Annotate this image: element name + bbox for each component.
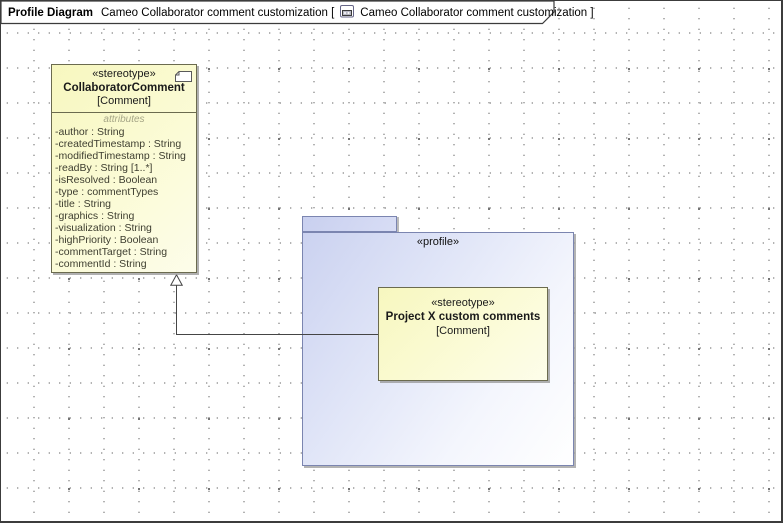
diagram-name-label: Cameo Collaborator comment customization… xyxy=(101,7,335,19)
attributes-compartment: attributes -author : String -createdTime… xyxy=(52,111,196,270)
diagram-type-label: Profile Diagram xyxy=(8,7,93,19)
diagram-ref-label: Cameo Collaborator comment customization… xyxy=(360,7,594,19)
generalization-line-horizontal[interactable] xyxy=(176,334,378,335)
attribute-row: -commentId : String xyxy=(55,257,147,270)
stereotype-label: «stereotype» xyxy=(92,68,156,80)
comment-note-icon xyxy=(175,69,192,87)
attribute-row: -readBy : String [1..*] xyxy=(55,161,153,174)
frame-header-text: Profile Diagram Cameo Collaborator comme… xyxy=(8,5,594,21)
collaborator-comment-header: «stereotype» CollaboratorComment [Commen… xyxy=(52,65,196,109)
attribute-row: -isResolved : Boolean xyxy=(55,173,158,186)
attribute-row: -commentTarget : String xyxy=(55,245,168,258)
project-x-header: «stereotype» Project X custom comments [… xyxy=(379,288,547,338)
generalization-arrowhead-icon xyxy=(169,273,184,291)
attribute-row: -highPriority : Boolean xyxy=(55,233,159,246)
profile-diagram-icon xyxy=(340,5,355,21)
collaborator-comment-box[interactable]: «stereotype» CollaboratorComment [Commen… xyxy=(51,64,197,273)
project-x-box[interactable]: «stereotype» Project X custom comments [… xyxy=(378,287,548,381)
attribute-row: -title : String xyxy=(55,197,112,210)
attribute-row: -type : commentTypes xyxy=(55,185,159,198)
stereotype-label: «stereotype» xyxy=(431,297,495,309)
frame-header-shape xyxy=(1,1,555,25)
metaclass-label: [Comment] xyxy=(436,325,490,337)
attribute-row: -modifiedTimestamp : String xyxy=(55,149,186,162)
profile-stereotype-label: «profile» xyxy=(416,236,460,248)
attribute-row: -author : String xyxy=(55,125,125,138)
frame-header[interactable] xyxy=(1,1,557,30)
attribute-row: -visualization : String xyxy=(55,221,152,234)
attribute-row: -graphics : String xyxy=(55,209,135,222)
element-name: Project X custom comments xyxy=(385,311,541,323)
profile-package-tab[interactable] xyxy=(302,216,397,232)
generalization-line-vertical[interactable] xyxy=(176,284,177,334)
element-name: CollaboratorComment xyxy=(63,81,185,94)
attribute-row: -createdTimestamp : String xyxy=(55,137,182,150)
attributes-compartment-label: attributes xyxy=(103,113,145,125)
metaclass-label: [Comment] xyxy=(97,95,151,107)
